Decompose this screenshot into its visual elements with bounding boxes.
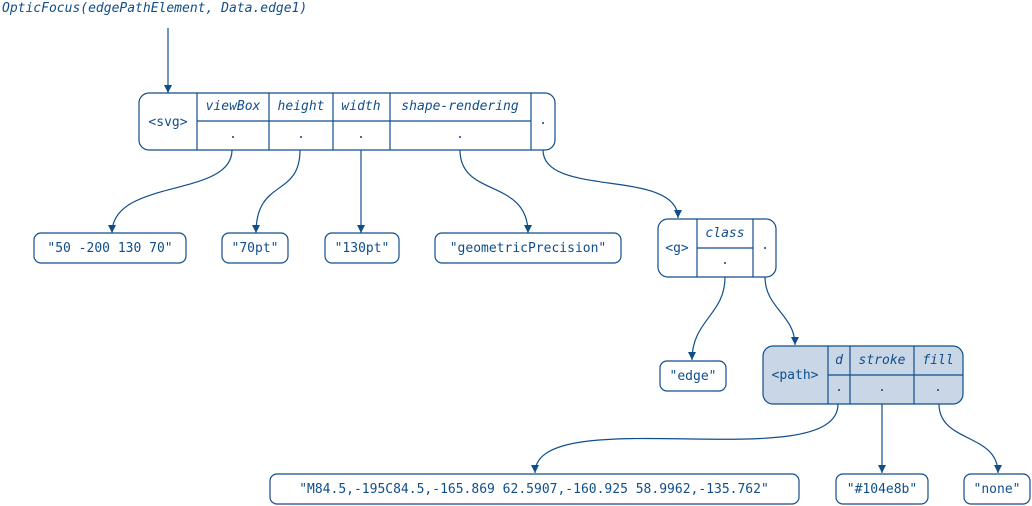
svg-text:"edge": "edge" <box>670 369 717 384</box>
value-height: "70pt" <box>221 232 289 264</box>
svg-element-node: <svg> viewBox height width shape-renderi… <box>138 92 556 151</box>
value-stroke: "#104e8b" <box>835 473 929 505</box>
svg-text:"geometricPrecision": "geometricPrecision" <box>450 241 607 256</box>
path-attr-fill: fill <box>922 353 953 368</box>
svg-text:"130pt": "130pt" <box>335 241 390 256</box>
edge-path-fill <box>938 403 1002 474</box>
svg-text:"none": "none" <box>974 482 1021 497</box>
g-port-class: . <box>721 253 729 268</box>
svg-port-shape-rendering: . <box>456 127 464 142</box>
value-viewbox: "50 -200 130 70" <box>33 232 187 264</box>
svg-attr-height: height <box>278 99 325 114</box>
svg-attr-shape-rendering: shape-rendering <box>401 99 519 114</box>
edge-svg-g <box>542 149 682 219</box>
g-tag-label: <g> <box>665 241 689 256</box>
edge-svg-shape-rendering <box>459 149 532 234</box>
svg-port-height: . <box>297 127 305 142</box>
path-port-d: . <box>835 380 843 395</box>
svg-port-viewbox: . <box>229 127 237 142</box>
svg-attr-width: width <box>341 99 380 114</box>
svg-attr-viewbox: viewBox <box>206 99 261 114</box>
edge-g-path <box>764 276 799 346</box>
svg-tag-label: <svg> <box>148 115 187 130</box>
path-element-node: <path> d stroke fill . . . <box>762 345 964 405</box>
edge-svg-height <box>252 149 301 234</box>
value-fill: "none" <box>963 473 1031 505</box>
g-attr-class: class <box>705 226 744 241</box>
svg-text:"70pt": "70pt" <box>232 241 279 256</box>
edge-path-d <box>531 403 839 474</box>
svg-text:"50 -200 130 70": "50 -200 130 70" <box>47 241 172 256</box>
path-tag-label: <path> <box>772 368 819 383</box>
path-attr-d: d <box>835 353 843 368</box>
svg-text:"#104e8b": "#104e8b" <box>847 482 917 497</box>
path-port-fill: . <box>934 380 942 395</box>
g-port-children: . <box>761 238 769 253</box>
value-d: "M84.5,-195C84.5,-165.869 62.5907,-160.9… <box>269 473 800 505</box>
path-attr-stroke: stroke <box>859 353 906 368</box>
svg-port-width: . <box>357 127 365 142</box>
edge-svg-viewbox <box>108 149 233 234</box>
focus-caption: OpticFocus(edgePathElement, Data.edge1) <box>2 1 307 16</box>
svg-text:"M84.5,-195C84.5,-165.869 62.5: "M84.5,-195C84.5,-165.869 62.5907,-160.9… <box>299 482 769 497</box>
value-class: "edge" <box>659 360 727 392</box>
g-element-node: <g> class . . <box>657 218 777 278</box>
svg-port-children: . <box>539 113 547 128</box>
edge-g-class <box>688 276 726 361</box>
value-width: "130pt" <box>324 232 400 264</box>
path-port-stroke: . <box>878 380 886 395</box>
value-shape-rendering: "geometricPrecision" <box>434 232 622 264</box>
